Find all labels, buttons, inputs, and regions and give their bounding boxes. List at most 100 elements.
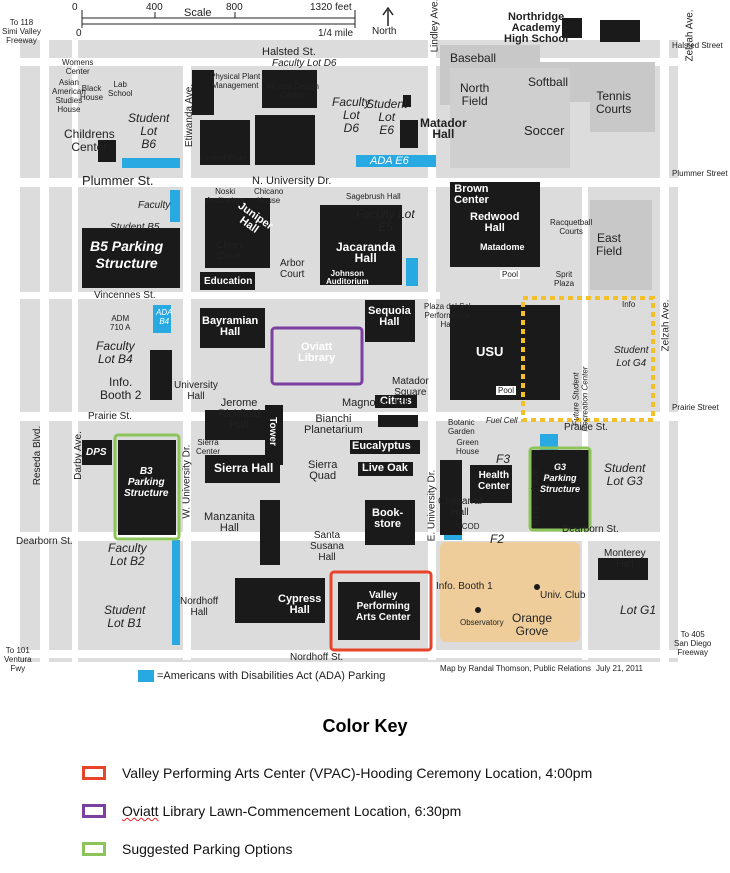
date-label: July 21, 2011 (596, 664, 643, 673)
key-oviatt-rest: Library Lawn-Commencement Location, 6:30… (158, 803, 462, 819)
northridge-academy-label: Northridge Academy High School (504, 11, 569, 45)
lindley-label: Lindley Ave. (429, 0, 441, 53)
halsted-right-label: Halsted Street (672, 41, 723, 50)
ada-swatch (138, 670, 154, 682)
nordhoff-label: Nordhoff St. (290, 652, 344, 663)
orange-grove-label: Orange Grove (512, 611, 553, 638)
prairie-label: Prairie St. (88, 411, 132, 422)
key-oviatt-text: Oviatt Library Lawn-Commencement Locatio… (122, 803, 461, 819)
plummer-right-label: Plummer Street (672, 169, 728, 178)
e-university-label: E. University Dr. (426, 469, 438, 542)
faculty-e5-label: Faculty Lot E5 (356, 207, 415, 234)
key-vpac-text: Valley Performing Arts Center (VPAC)-Hoo… (122, 765, 593, 781)
univ-club-label: Univ. Club (540, 590, 586, 601)
east-field-label: East Field (596, 231, 623, 258)
baseball-label: Baseball (450, 51, 497, 65)
g3-parking-highlight[interactable] (528, 446, 592, 532)
sierra-quad-label: Sierra Quad (308, 459, 338, 482)
info-east-label: Info (622, 300, 636, 309)
lab-school-label: Lab School (108, 80, 133, 98)
north-label: North (372, 26, 397, 37)
university-hall-label: University Hall (174, 380, 218, 402)
n-university-label: N. University Dr. (252, 175, 332, 187)
dearborn-east-label: Dearborn St. (562, 524, 619, 535)
faculty-b2-label: Faculty Lot B2 (108, 541, 147, 568)
nordhoff-hall-label: Nordhoff Hall (180, 596, 219, 618)
tower-label: Tower (266, 417, 278, 446)
f3-label: F3 (496, 452, 511, 466)
observatory-label: Observatory (460, 618, 504, 627)
b3-parking-highlight[interactable] (113, 433, 181, 541)
clean-court-label: Clean Court (216, 240, 243, 262)
dps-label: DPS (86, 447, 107, 458)
softball-label: Softball (528, 75, 569, 89)
vpac-swatch (82, 766, 106, 780)
plummer-label: Plummer St. (82, 173, 154, 188)
matador-hall-label: Matador Hall (420, 116, 467, 141)
jacaranda-label: Jacaranda Hall (336, 240, 396, 265)
racquetball-label: Racquetball Courts (550, 218, 593, 236)
athletic-fields (440, 45, 655, 290)
asian-american-label: Asian American Studies House (52, 78, 86, 114)
zelzah-top-label: Zelzah Ave. (684, 9, 696, 62)
manzanita-label: Manzanita Hall (204, 511, 255, 534)
g3-structure-label: G3 Parking Structure (540, 462, 581, 494)
green-house-label: Green House (456, 438, 480, 456)
key-row-vpac: Valley Performing Arts Center (VPAC)-Hoo… (82, 762, 592, 784)
dearborn-label: Dearborn St. (16, 536, 73, 547)
chicano-label: Chicano House (254, 187, 284, 205)
magnolia-label: Magnolia Hall (342, 397, 409, 409)
oviatt-label: Oviatt Library (298, 341, 336, 364)
chaparral-label: Chaparral Hall (438, 496, 482, 518)
lot-b6-label: Student Lot B6 (128, 111, 170, 151)
ada-parking-areas (122, 155, 558, 645)
credit-label: Map by Randal Thomson, Public Relations (440, 664, 592, 673)
arbor-court-label: Arbor Court (280, 258, 305, 280)
health-center-label: Health Center (478, 470, 510, 492)
key-parking-text: Suggested Parking Options (122, 841, 293, 857)
lot-d6-vertical-label: Faculty Lot D6 (332, 95, 371, 135)
f2-label: F2 (490, 532, 505, 546)
oviatt-highlight[interactable] (270, 326, 364, 386)
botanic-label: Botanic Garden (448, 418, 475, 436)
vpac-highlight[interactable] (329, 570, 433, 652)
noski-label: Noski Auditorium (206, 187, 245, 205)
usu-pool-label: Pool (496, 386, 517, 395)
plaza-sol-label: Plaza del Sol Performance Hall (424, 302, 471, 329)
w-university-label: W. University Dr. (181, 444, 193, 519)
central-plant-label: Central Plant (200, 154, 247, 163)
vpac-label: Valley Performing Arts Center (356, 590, 411, 623)
lot-d6-label: Faculty Lot D6 (272, 58, 337, 69)
physical-plant-label: Physical Plant Management (210, 72, 261, 90)
scale-bar (81, 10, 356, 28)
etiwanda-label: Etiwanda Ave. (184, 83, 196, 148)
bianchi-label: Bianchi Planetarium (304, 413, 363, 436)
scale-0: 0 (72, 2, 78, 13)
eucalyptus-label: Eucalyptus (352, 440, 411, 452)
north-field-label: North Field (460, 81, 490, 108)
rec-center-label: Future Student Recreation Center (571, 366, 590, 432)
faculty-b5-label: Faculty (138, 200, 171, 211)
ncod-label: NCOD (456, 522, 480, 531)
student-g3-label: Student Lot G3 (604, 461, 646, 488)
student-g4-label: Student Lot G4 (614, 345, 649, 369)
scale-mile: 1/4 mile (318, 28, 354, 39)
adm-710a-label: ADM 710 A (110, 314, 131, 332)
sprit-plaza-label: Sprit Plaza (554, 270, 575, 288)
observatory-dot (475, 607, 481, 613)
brown-center-label: Brown Center (454, 183, 489, 206)
matador-square-label: Matador Square (392, 376, 429, 398)
citrus-label: Citrus (380, 395, 412, 407)
ada-e6-label: ADA E6 (370, 155, 409, 167)
redwood-hall-label: Redwood Hall (470, 211, 520, 234)
johnson-label: Johnson Auditorium (326, 269, 369, 286)
lot-g1-label: Lot G1 (620, 603, 657, 617)
univ-club-dot (534, 584, 540, 590)
womens-center-label: Womens Center (62, 58, 94, 76)
usu-label: USU (476, 344, 504, 359)
tennis-label: Tennis Courts (596, 89, 632, 116)
faculty-b4-label: Faculty Lot B4 (96, 339, 135, 366)
prairie-right-label: Prairie Street (672, 403, 719, 412)
bookstore-label: Book- store (372, 507, 404, 530)
zelzah-label: Zelzah Ave. (660, 299, 672, 352)
